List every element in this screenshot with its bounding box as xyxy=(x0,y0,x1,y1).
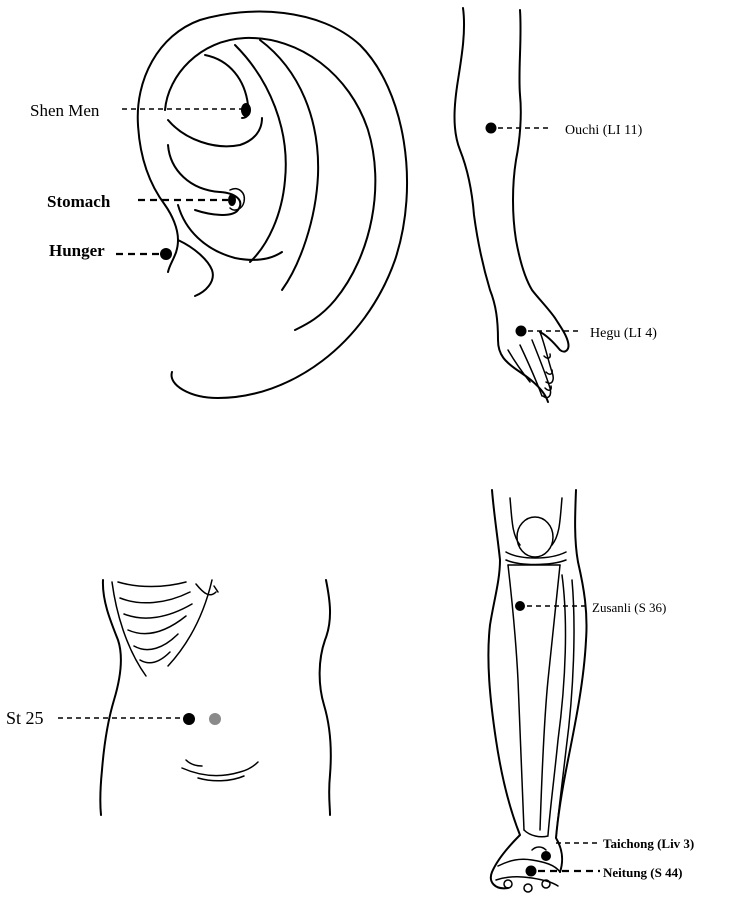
marker-hegu xyxy=(516,326,527,337)
leg-outline xyxy=(488,490,586,892)
label-stomach: Stomach xyxy=(47,192,111,211)
marker-shen-men xyxy=(241,103,251,117)
marker-neitung xyxy=(526,866,537,877)
ear-panel: Shen Men Stomach Hunger xyxy=(30,12,407,398)
ear-outline xyxy=(138,12,407,398)
ear-point-hunger: Hunger xyxy=(49,241,172,260)
label-shen-men: Shen Men xyxy=(30,101,100,120)
label-ouchi: Ouchi (LI 11) xyxy=(565,123,643,138)
label-zusanli: Zusanli (S 36) xyxy=(592,600,666,615)
arm-point-ouchi: Ouchi (LI 11) xyxy=(486,123,643,139)
ear-point-stomach: Stomach xyxy=(47,192,236,211)
abdomen-point-st25: St 25 xyxy=(6,708,221,728)
leg-point-zusanli: Zusanli (S 36) xyxy=(515,600,666,615)
patella-shape xyxy=(517,517,553,557)
arm-point-hegu: Hegu (LI 4) xyxy=(516,326,658,342)
label-st25: St 25 xyxy=(6,708,44,728)
marker-stomach xyxy=(228,194,236,206)
arm-panel: Ouchi (LI 11) Hegu (LI 4) xyxy=(455,8,658,402)
label-neitung: Neitung (S 44) xyxy=(603,865,682,880)
ear-point-shen-men: Shen Men xyxy=(30,101,251,120)
marker-ouchi xyxy=(486,123,497,134)
torso-outline xyxy=(100,580,330,815)
leg-point-taichong: Taichong (Liv 3) xyxy=(541,836,694,861)
marker-st25-right xyxy=(209,713,221,725)
marker-st25-left xyxy=(183,713,195,725)
leg-point-neitung: Neitung (S 44) xyxy=(526,865,683,880)
leg-panel: Zusanli (S 36) Taichong (Liv 3) Neitung … xyxy=(488,490,694,892)
marker-zusanli xyxy=(515,601,525,611)
marker-taichong xyxy=(541,851,551,861)
arm-outline xyxy=(455,8,569,402)
label-hegu: Hegu (LI 4) xyxy=(590,326,657,341)
label-hunger: Hunger xyxy=(49,241,105,260)
abdomen-panel: St 25 xyxy=(6,580,331,815)
label-taichong: Taichong (Liv 3) xyxy=(603,836,694,851)
marker-hunger xyxy=(160,248,172,260)
